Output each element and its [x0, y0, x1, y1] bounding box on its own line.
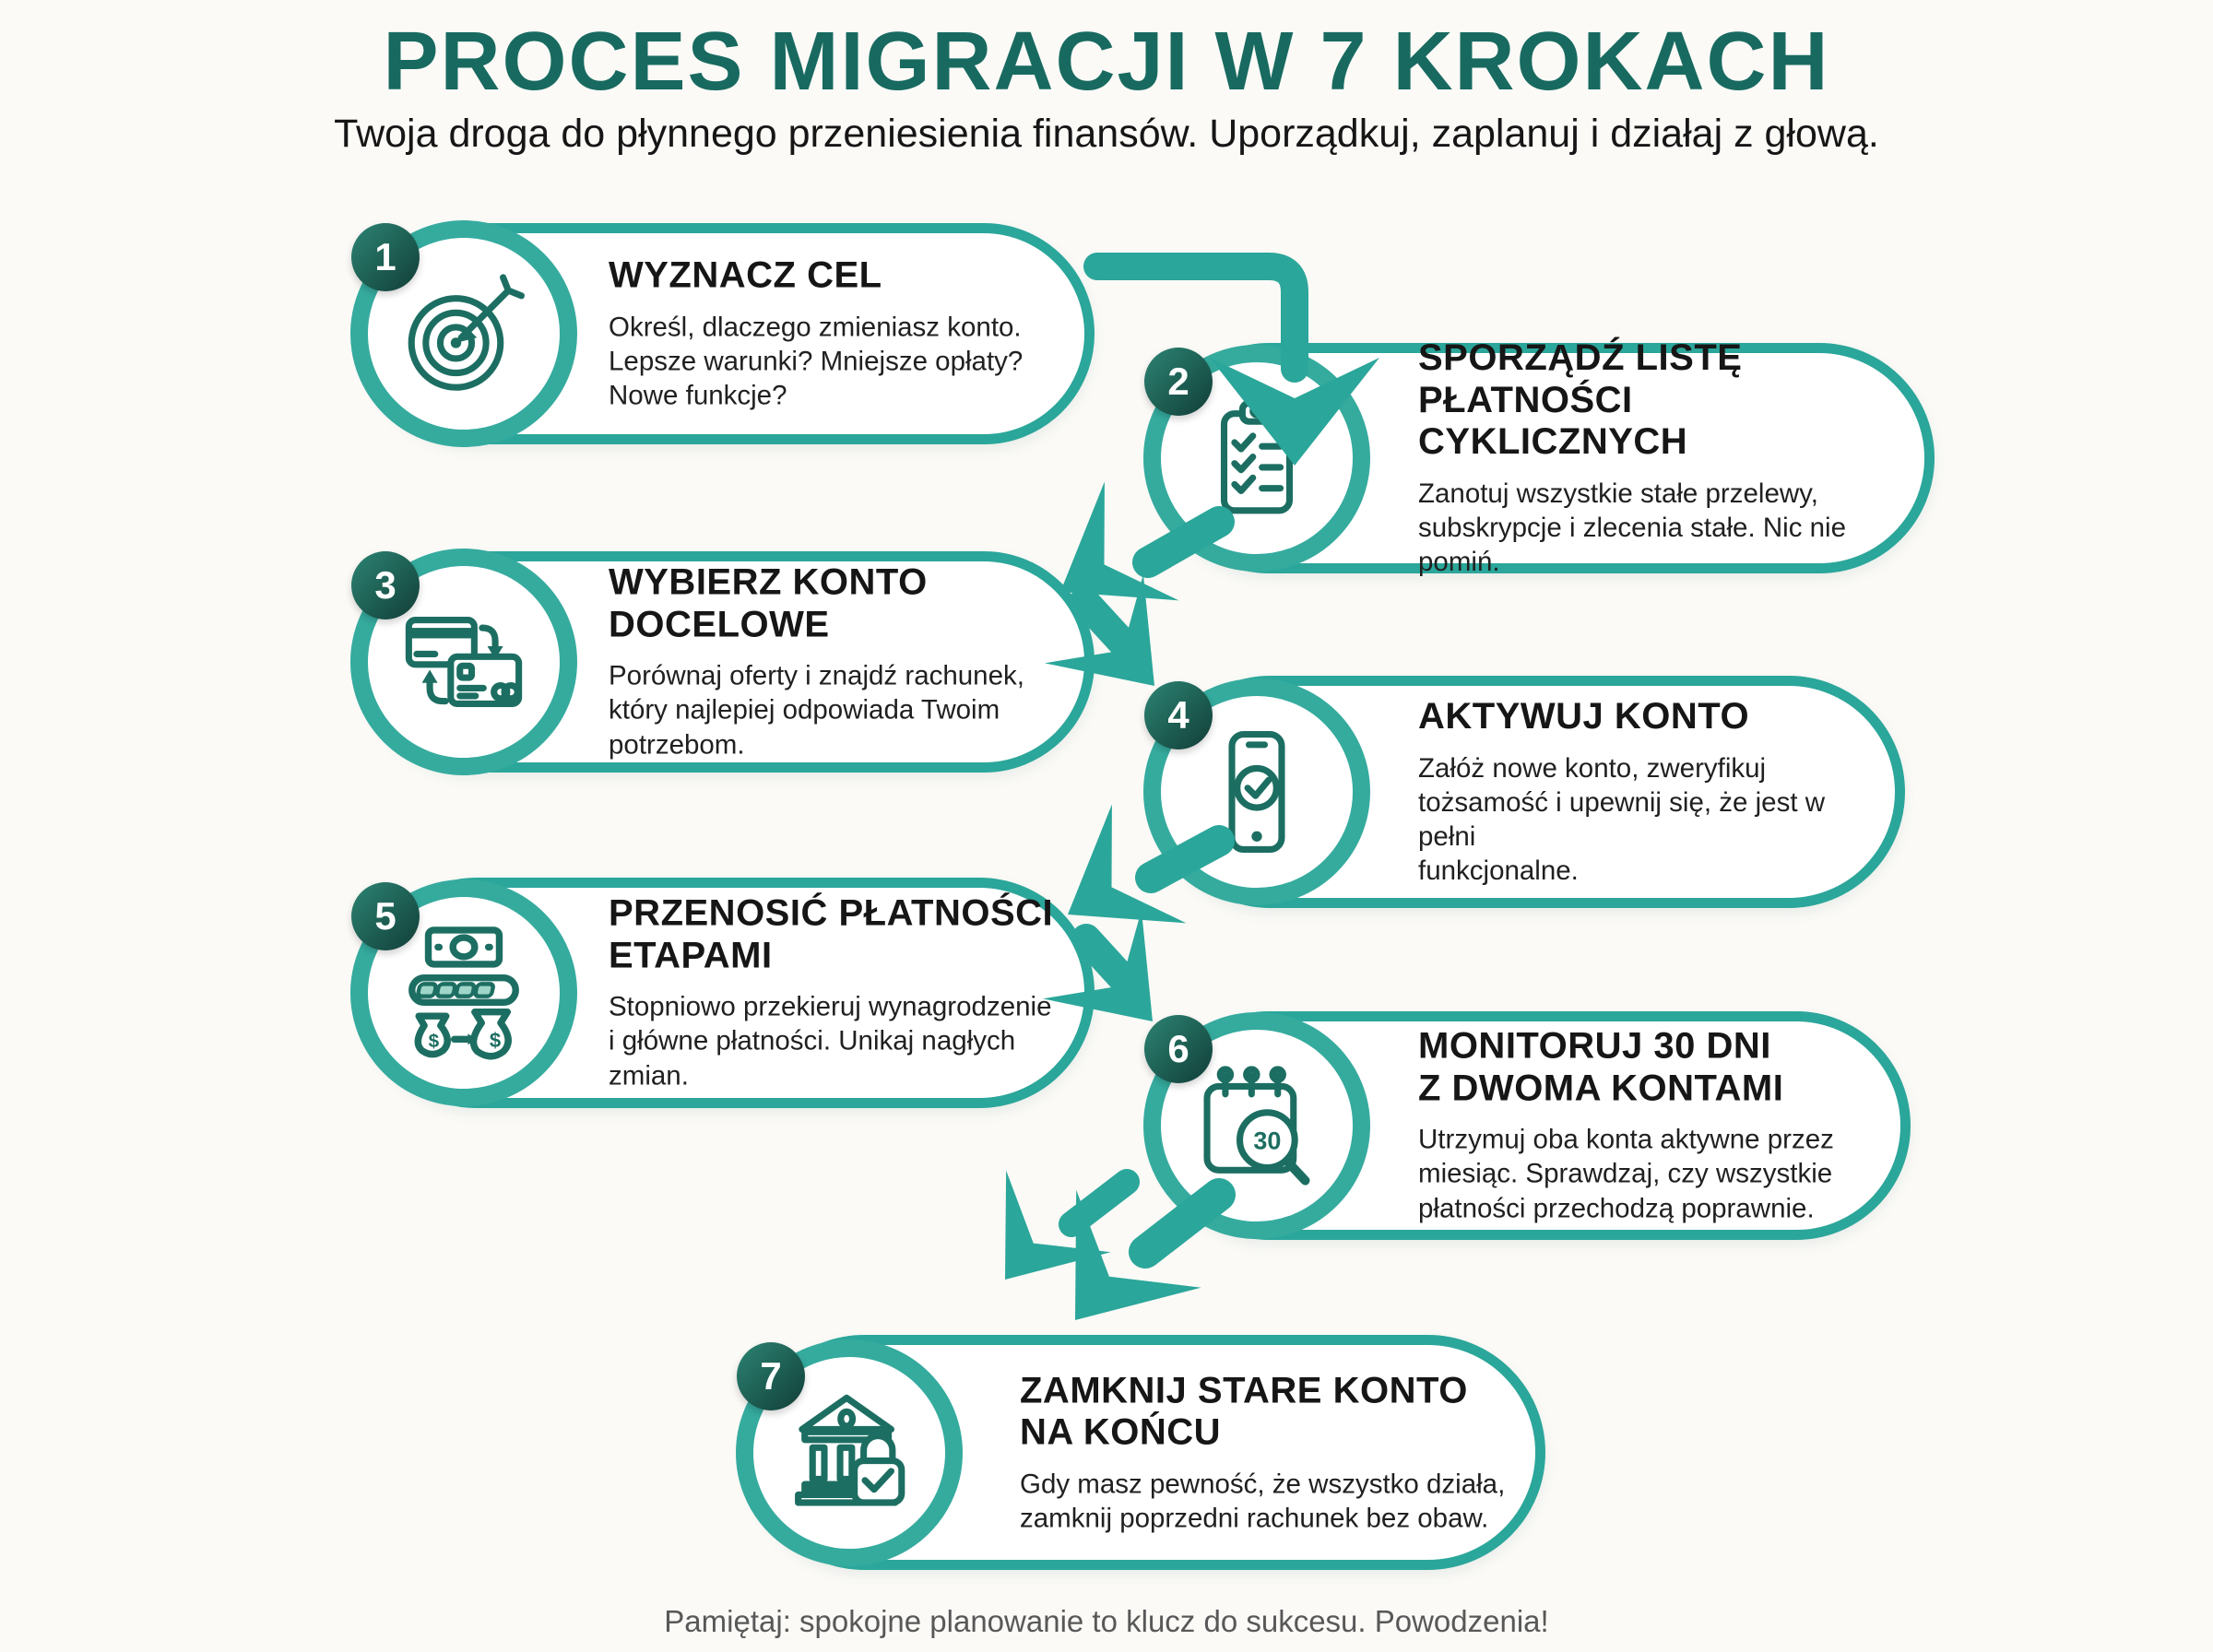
- step-7-title: ZAMKNIJ STARE KONTO NA KOŃCU: [1020, 1369, 1468, 1453]
- step-5-title: PRZENOSIĆ PŁATNOŚCI ETAPAMI: [609, 892, 1054, 976]
- svg-text:30: 30: [1253, 1127, 1281, 1155]
- calendar-30-icon: 30: [1203, 1066, 1310, 1186]
- step-3-description: Porównaj oferty i znajdź rachunek, który…: [609, 660, 1024, 761]
- step-7-description: Gdy masz pewność, że wszystko działa, za…: [1020, 1468, 1506, 1534]
- svg-text:$: $: [490, 1029, 502, 1052]
- target-arrow-icon: [408, 274, 526, 391]
- step-2-description: Zanotuj wszystkie stałe przelewy, subskr…: [1418, 478, 1847, 577]
- step-4-number-badge: 4: [1144, 681, 1213, 749]
- checklist-clipboard-icon: [1220, 399, 1294, 514]
- step-2-title: SPORZĄDŹ LISTĘ PŁATNOŚCI CYKLICZNYCH: [1418, 336, 1743, 463]
- step-card-2: 2 SPORZĄDŹ LISTĘ PŁATNOŚCI CYKLICZNYCH Z…: [1143, 337, 1935, 577]
- page-subtitle: Twoja droga do płynnego przeniesienia fi…: [334, 112, 1879, 156]
- step-1-title: WYZNACZ CEL: [609, 254, 882, 296]
- step-5-icon-circle: 5 $ $: [350, 879, 577, 1106]
- step-1-description: Określ, dlaczego zmieniasz konto. Lepsze…: [609, 312, 1024, 411]
- step-card-7: 7 ZAMKNIJ STA: [736, 1335, 1545, 1570]
- step-card-3: 3 WYBIERZ KONTO D: [350, 549, 1095, 775]
- step-6-number-badge: 6: [1144, 1015, 1213, 1083]
- step-7-icon-circle: 7: [736, 1339, 963, 1566]
- step-card-5: 5 $ $: [350, 878, 1095, 1108]
- step-6-title: MONITORUJ 30 DNI Z DWOMA KONTAMI: [1418, 1025, 1784, 1109]
- step-7-number-badge: 7: [737, 1341, 805, 1410]
- step-1-icon-circle: 1: [350, 220, 577, 447]
- step-3-icon-circle: 3: [350, 549, 577, 775]
- card-transfer-icon: [405, 617, 523, 707]
- money-transfer-icon: $ $: [408, 926, 519, 1060]
- step-card-4: 4 AKTYWUJ KONTO Załóż nowe konto, zweryf…: [1143, 676, 1905, 908]
- step-5-number-badge: 5: [351, 882, 420, 950]
- step-5-description: Stopniowo przekieruj wynagrodzenie i głó…: [609, 991, 1052, 1092]
- footer-note: Pamiętaj: spokojne planowanie to klucz d…: [664, 1604, 1549, 1638]
- step-4-title: AKTYWUJ KONTO: [1418, 695, 1750, 737]
- page-title: PROCES MIGRACJI W 7 KROKACH: [383, 16, 1830, 108]
- step-6-icon-circle: 6 30: [1143, 1012, 1370, 1239]
- svg-text:$: $: [429, 1031, 440, 1052]
- step-6-description: Utrzymuj oba konta aktywne przez miesiąc…: [1418, 1124, 1834, 1224]
- step-2-icon-circle: 2: [1143, 345, 1370, 572]
- step-2-number-badge: 2: [1144, 348, 1213, 416]
- step-1-number-badge: 1: [351, 223, 420, 291]
- step-3-number-badge: 3: [351, 551, 420, 620]
- step-card-6: 6 30 MONITORUJ 30 DNI Z DWOMA KONTAMI Ut…: [1143, 1011, 1911, 1240]
- step-card-1: 1 WYZNACZ CEL Określ, dlaczego zmieniasz…: [350, 220, 1095, 447]
- bank-padlock-icon: [795, 1394, 905, 1506]
- step-4-icon-circle: 4: [1143, 678, 1370, 905]
- step-3-title: WYBIERZ KONTO DOCELOWE: [609, 561, 928, 645]
- phone-verification-icon: [1228, 730, 1285, 854]
- step-4-description: Załóż nowe konto, zweryfikuj tożsamość i…: [1418, 752, 1826, 886]
